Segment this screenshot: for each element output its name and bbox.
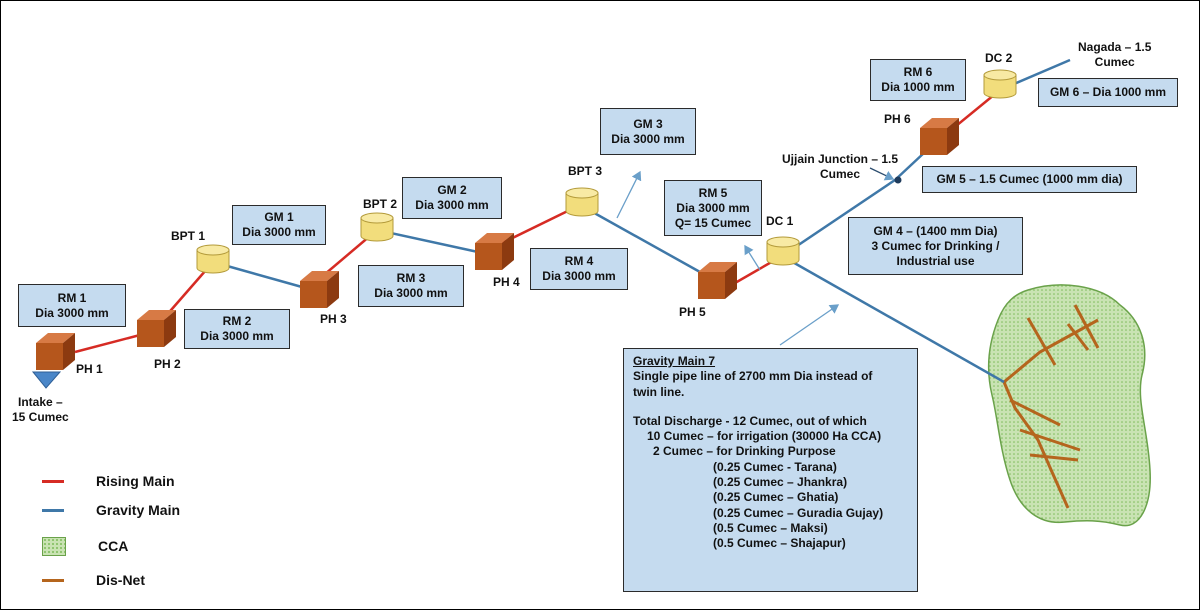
dc1-label: DC 1	[766, 214, 794, 228]
tank-bpt1	[196, 244, 230, 274]
gm7-desc-line2: twin line.	[633, 384, 685, 399]
pump-house-ph4	[475, 233, 514, 270]
ph1-label: PH 1	[76, 362, 103, 376]
gm7-drinking: 2 Cumec – for Drinking Purpose	[653, 444, 836, 459]
ph6-label: PH 6	[884, 112, 911, 126]
pump-house-ph3	[300, 271, 339, 308]
gm7-town: (0.25 Cumec – Jhankra)	[713, 475, 848, 490]
gm7-town: (0.25 Cumec – Guradia Gujay)	[713, 505, 884, 520]
gm7-title: Gravity Main 7	[633, 354, 716, 368]
ujjain-junction-label: Ujjain Junction – 1.5 Cumec	[782, 152, 899, 181]
tank-bpt2	[360, 212, 394, 242]
legend-swatch-cca	[42, 536, 66, 556]
gm7-town: (0.25 Cumec - Tarana)	[713, 459, 837, 474]
nagada-label: Nagada – 1.5 Cumec	[1078, 40, 1152, 69]
bpt2-label: BPT 2	[363, 197, 398, 211]
legend-swatch-dis-net	[42, 578, 64, 582]
legend-item-dis-net: Dis-Net	[42, 569, 145, 591]
intake-icon	[31, 371, 62, 389]
gm7-town: (0.5 Cumec – Shajapur)	[713, 536, 846, 551]
gm4-box: GM 4 – (1400 mm Dia)3 Cumec for Drinking…	[848, 217, 1023, 275]
legend-swatch-gravity-main	[42, 508, 64, 512]
legend-item-gravity-main: Gravity Main	[42, 499, 180, 521]
gravity-main-7-panel: Gravity Main 7 Single pipe line of 2700 …	[623, 348, 918, 592]
legend-label: Rising Main	[96, 473, 175, 489]
pump-house-ph6	[920, 118, 959, 155]
bpt1-label: BPT 1	[171, 229, 206, 243]
legend-swatch-rising-main	[42, 479, 64, 483]
gm7-town: (0.25 Cumec – Ghatia)	[713, 490, 839, 505]
pump-house-ph2	[137, 310, 176, 347]
pointer-arrows	[616, 167, 895, 346]
gm7-town: (0.5 Cumec – Maksi)	[713, 520, 828, 535]
legend-item-cca: CCA	[42, 535, 128, 557]
distribution-network	[1002, 304, 1100, 509]
gm7-total: Total Discharge - 12 Cumec, out of which	[633, 413, 867, 428]
gm7-irrigation: 10 Cumec – for irrigation (30000 Ha CCA)	[647, 429, 882, 444]
intake-label: Intake – 15 Cumec	[12, 395, 69, 424]
pump-house-ph1	[36, 333, 75, 370]
dc2-label: DC 2	[985, 51, 1013, 65]
ph2-label: PH 2	[154, 357, 181, 371]
legend-label: Gravity Main	[96, 502, 181, 518]
ujjain-junction-node	[894, 176, 902, 184]
tank-dc2	[983, 69, 1017, 99]
gm5-box: GM 5 – 1.5 Cumec (1000 mm dia)	[922, 166, 1137, 193]
gm7-desc-line1: Single pipe line of 2700 mm Dia instead …	[633, 369, 873, 384]
legend-item-rising-main: Rising Main	[42, 470, 175, 492]
bpt3-label: BPT 3	[568, 164, 603, 178]
ph3-label: PH 3	[320, 312, 347, 326]
ph5-label: PH 5	[679, 305, 706, 319]
tank-bpt3	[565, 187, 599, 217]
gm6-box: GM 6 – Dia 1000 mm	[1038, 78, 1178, 107]
tank-dc1	[766, 236, 800, 266]
ph4-label: PH 4	[493, 275, 520, 289]
pump-house-ph5	[698, 262, 737, 299]
legend-label: CCA	[98, 538, 129, 554]
legend-label: Dis-Net	[96, 572, 146, 588]
